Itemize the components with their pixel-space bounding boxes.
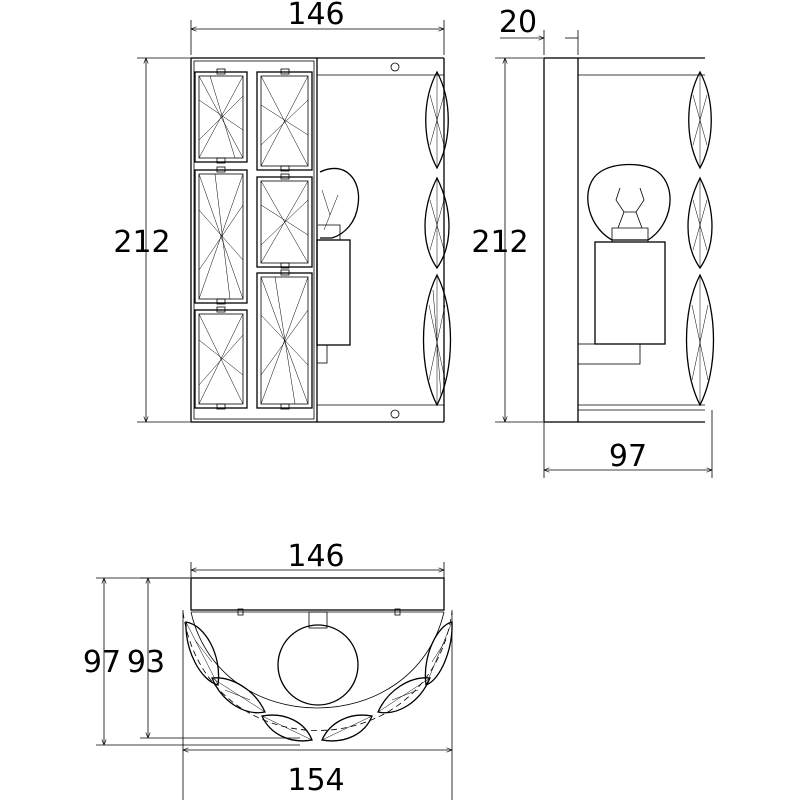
front-height-label: 212 [113, 225, 170, 260]
side-backplate-label: 20 [499, 5, 537, 40]
front-width-label: 146 [287, 0, 344, 32]
side-lamp-holder [577, 241, 666, 365]
top-inner-depth-dimension: 93 [127, 577, 300, 739]
side-height-dimension: 212 [471, 57, 543, 423]
side-frame [543, 57, 705, 423]
top-width-label: 146 [287, 539, 344, 574]
bulb [318, 167, 360, 241]
side-bulb [587, 163, 671, 243]
side-depth-dimension: 97 [543, 410, 713, 478]
top-outer-depth-dimension: 97 [83, 577, 300, 746]
top-view: 146 154 97 93 [83, 539, 453, 800]
lamp-holder [316, 239, 351, 364]
crystal-tile [256, 176, 313, 268]
front-height-dimension: 212 [113, 57, 190, 423]
top-bottom-width-dimension: 154 [182, 610, 453, 800]
top-inner-depth-label: 93 [127, 645, 165, 680]
side-crystal-leaf-column [685, 70, 715, 407]
crystal-panel-block [190, 57, 318, 423]
front-view: 146 212 [113, 0, 452, 423]
crystal-leaf-column [422, 70, 452, 407]
front-frame [317, 57, 445, 423]
side-backplate-dimension: 20 [499, 5, 579, 55]
top-width-dimension: 146 [190, 539, 445, 580]
crystal-tile [256, 71, 313, 171]
crystal-tile [256, 272, 313, 409]
front-width-dimension: 146 [190, 0, 445, 55]
top-crystal-leaves [185, 621, 453, 742]
top-outer-depth-label: 97 [83, 645, 121, 680]
side-view: 20 212 97 [471, 5, 715, 478]
crystal-tile [194, 309, 248, 409]
side-depth-label: 97 [609, 439, 647, 474]
crystal-tile [194, 71, 248, 163]
top-bottom-width-label: 154 [287, 763, 344, 798]
top-body [182, 577, 453, 731]
crystal-tile [194, 169, 248, 304]
side-height-label: 212 [471, 225, 528, 260]
